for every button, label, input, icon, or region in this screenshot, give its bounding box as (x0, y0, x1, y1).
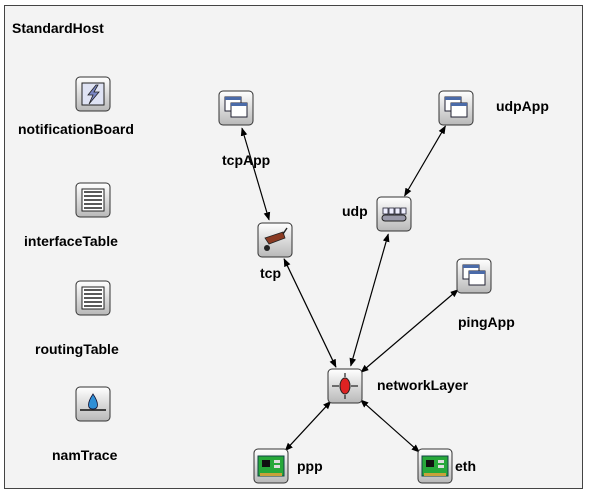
connection-networkLayer-eth (360, 399, 420, 453)
windows-icon (438, 90, 474, 126)
pingApp-label: pingApp (458, 314, 515, 330)
windows-icon (456, 258, 492, 294)
connection-networkLayer-ppp (284, 400, 332, 452)
udpApp-module[interactable] (438, 90, 474, 126)
udp-label: udp (342, 203, 368, 219)
ppp-module[interactable] (253, 448, 289, 484)
router-icon (327, 368, 363, 404)
tcpApp-module[interactable] (218, 90, 254, 126)
networkLayer-module[interactable] (327, 368, 363, 404)
connection-tcp-networkLayer (283, 258, 337, 368)
nic-icon (417, 448, 453, 484)
notificationBoard-label: notificationBoard (18, 121, 134, 137)
tcpApp-label: tcpApp (222, 152, 271, 168)
namTrace-module[interactable] (75, 386, 111, 422)
tcp-module[interactable] (257, 222, 293, 258)
udp-module[interactable] (376, 196, 412, 232)
networkLayer-label: networkLayer (377, 377, 469, 393)
connection-pingApp-networkLayer (360, 289, 459, 373)
namTrace-label: namTrace (52, 447, 118, 463)
eth-module[interactable] (417, 448, 453, 484)
interfaceTable-label: interfaceTable (24, 233, 118, 249)
connection-udp-networkLayer (349, 233, 390, 367)
table-icon (75, 182, 111, 218)
pingApp-module[interactable] (456, 258, 492, 294)
host-title: StandardHost (12, 20, 104, 36)
lightning-icon (75, 76, 111, 112)
eth-label: eth (455, 458, 476, 474)
interfaceTable-module[interactable] (75, 182, 111, 218)
connection-tcpApp-tcp (240, 127, 271, 221)
notificationBoard-module[interactable] (75, 76, 111, 112)
wheelbarrow-icon (257, 222, 293, 258)
tcp-label: tcp (260, 265, 281, 281)
nic-icon (253, 448, 289, 484)
routingTable-module[interactable] (75, 280, 111, 316)
table-icon (75, 280, 111, 316)
windows-icon (218, 90, 254, 126)
routingTable-label: routingTable (35, 341, 119, 357)
udpApp-label: udpApp (496, 98, 549, 114)
drop-icon (75, 386, 111, 422)
ppp-label: ppp (297, 458, 323, 474)
conveyor-icon (376, 196, 412, 232)
connection-udpApp-udp (404, 125, 446, 197)
